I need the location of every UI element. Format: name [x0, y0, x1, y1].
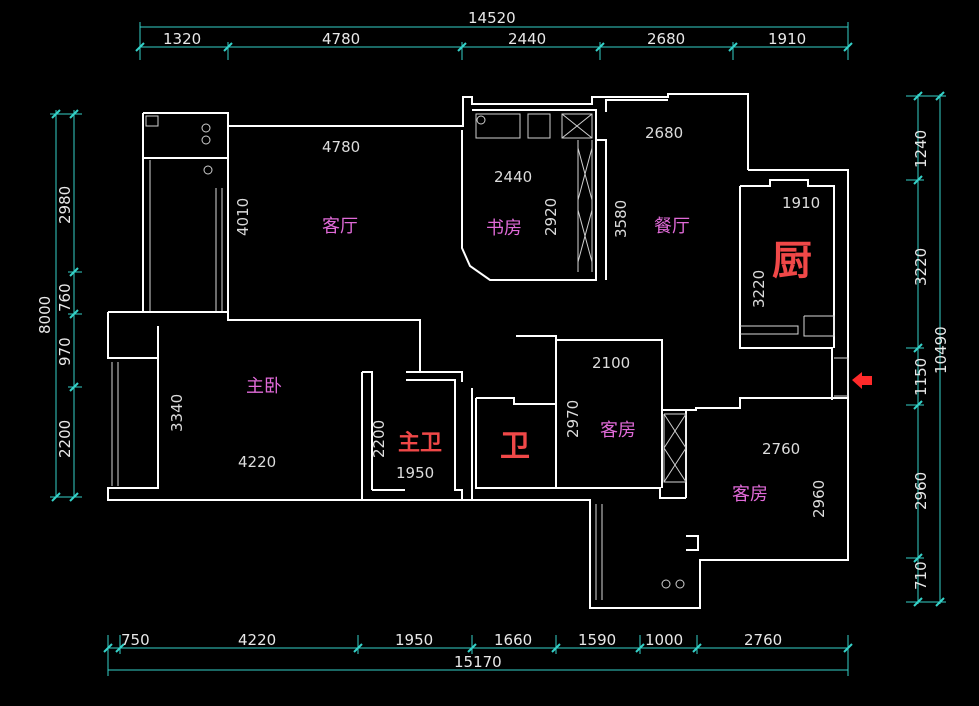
- guest-1-width: 2100: [592, 354, 630, 372]
- left-dim-3: 970: [56, 337, 74, 366]
- fixtures: [145, 113, 687, 589]
- bottom-dim-4: 1660: [494, 631, 532, 649]
- room-guest-1: 2100 2970 客房: [564, 354, 636, 441]
- left-dim-1: 2980: [56, 186, 74, 224]
- left-dim-2: 760: [56, 283, 74, 312]
- top-total-dim: 14520: [468, 9, 516, 27]
- right-dim-3: 1150: [912, 358, 930, 396]
- room-living: 4780 4010 客厅: [234, 138, 360, 237]
- bottom-total-dim: 15170: [454, 653, 502, 671]
- bath-label: 卫: [500, 429, 530, 464]
- room-master-bath: 2200 主卫 1950: [370, 420, 442, 482]
- left-total-dim: 8000: [36, 296, 54, 334]
- guest-1-depth: 2970: [564, 400, 582, 438]
- master-bath-label: 主卫: [398, 431, 442, 456]
- room-dining: 2680 3580 餐厅: [612, 124, 690, 238]
- study-depth: 2920: [542, 198, 560, 236]
- top-dimension-chain: 14520 1320 4780 2440 2680 1910: [135, 9, 853, 60]
- right-dimension-chain: 1240 3220 1150 2960 710 10490: [906, 91, 950, 607]
- right-total-dim: 10490: [932, 326, 950, 374]
- room-study: 2440 2920 书房: [486, 168, 560, 239]
- right-dim-1: 1240: [912, 130, 930, 168]
- right-dim-4: 2960: [912, 472, 930, 510]
- living-room-label: 客厅: [322, 216, 358, 237]
- dining-label: 餐厅: [654, 216, 690, 237]
- top-dim-1: 1320: [163, 30, 201, 48]
- bottom-dim-7: 2760: [744, 631, 782, 649]
- master-bedroom-label: 主卧: [246, 376, 282, 397]
- dining-depth: 3580: [612, 200, 630, 238]
- dining-width: 2680: [645, 124, 683, 142]
- bottom-dim-6: 1000: [645, 631, 683, 649]
- bottom-dim-1: 750: [121, 631, 150, 649]
- living-width: 4780: [322, 138, 360, 156]
- master-bath-depth: 2200: [370, 420, 388, 458]
- bottom-dim-5: 1590: [578, 631, 616, 649]
- master-bath-width: 1950: [396, 464, 434, 482]
- guest-2-label: 客房: [732, 484, 768, 505]
- top-dim-2: 4780: [322, 30, 360, 48]
- top-dim-5: 1910: [768, 30, 806, 48]
- kitchen-depth: 3220: [750, 270, 768, 308]
- bottom-dim-2: 4220: [238, 631, 276, 649]
- left-dim-4: 2200: [56, 420, 74, 458]
- room-guest-2: 2760 客房 2960: [732, 440, 828, 518]
- left-dimension-chain: 8000 2980 760 970 2200: [36, 109, 82, 502]
- study-label: 书房: [486, 218, 522, 239]
- guest-1-label: 客房: [600, 420, 636, 441]
- bottom-dim-3: 1950: [395, 631, 433, 649]
- kitchen-label: 厨: [772, 238, 812, 284]
- room-bath: 卫: [500, 429, 530, 464]
- right-dim-5: 710: [912, 561, 930, 590]
- bottom-dimension-chain: 750 4220 1950 1660 1590 1000 2760 15170: [103, 631, 853, 676]
- guest-2-width: 2760: [762, 440, 800, 458]
- guest-2-depth: 2960: [810, 480, 828, 518]
- master-bedroom-depth: 3340: [168, 394, 186, 432]
- kitchen-width: 1910: [782, 194, 820, 212]
- top-dim-4: 2680: [647, 30, 685, 48]
- entry-arrow-icon: [852, 372, 872, 389]
- room-master-bedroom: 主卧 3340 4220: [168, 376, 282, 471]
- room-kitchen: 1910 3220 厨: [750, 194, 820, 308]
- living-depth: 4010: [234, 198, 252, 236]
- right-dim-2: 3220: [912, 248, 930, 286]
- master-bedroom-width: 4220: [238, 453, 276, 471]
- study-width: 2440: [494, 168, 532, 186]
- walls: [107, 93, 849, 609]
- top-dim-3: 2440: [508, 30, 546, 48]
